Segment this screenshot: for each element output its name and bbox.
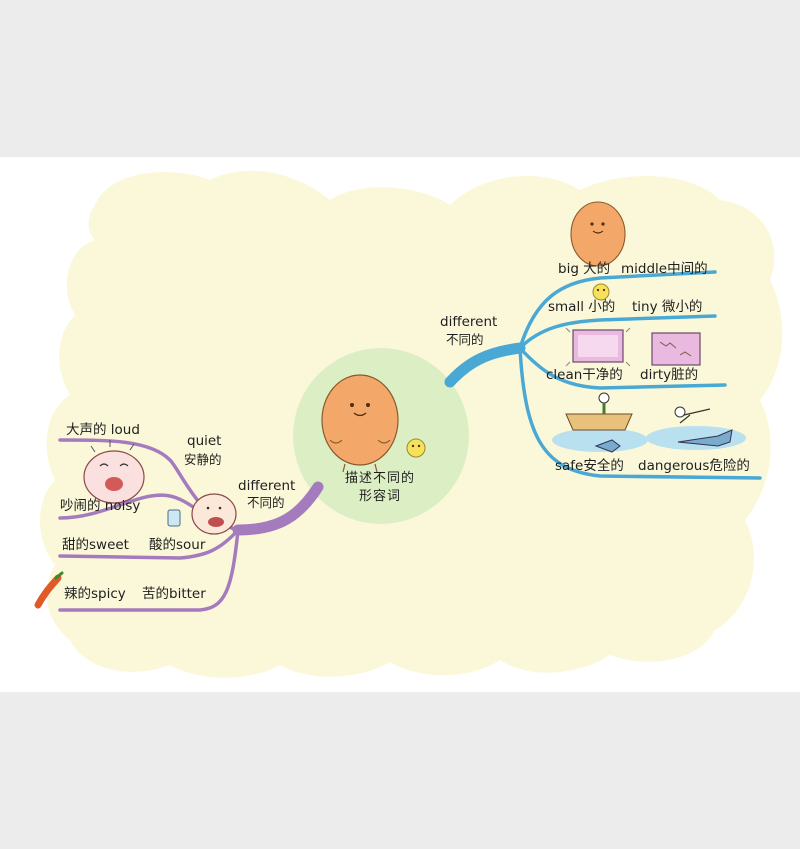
right-branch-title-cn: 不同的 bbox=[446, 332, 484, 347]
label-middle: middle中间的 bbox=[621, 261, 708, 277]
label-spicy: 辣的spicy bbox=[64, 586, 126, 602]
label-quiet-cn: 安静的 bbox=[184, 452, 222, 467]
label-big: big 大的 bbox=[558, 261, 611, 277]
label-tiny: tiny 微小的 bbox=[632, 299, 703, 315]
label-bitter: 苦的bitter bbox=[142, 586, 206, 602]
safe-boat-illustration bbox=[552, 392, 648, 453]
center-egg-character bbox=[321, 374, 426, 473]
right-branch-lines bbox=[444, 270, 762, 480]
label-loud: 大声的 loud bbox=[66, 422, 140, 438]
label-sour: 酸的sour bbox=[149, 537, 206, 553]
big-egg-illustration bbox=[570, 201, 626, 267]
label-sweet: 甜的sweet bbox=[62, 537, 129, 553]
dirty-picture-illustration bbox=[651, 332, 701, 366]
label-dangerous: dangerous危险的 bbox=[638, 458, 750, 474]
label-noisy: 吵闹的 noisy bbox=[60, 498, 141, 514]
tiny-egg-illustration bbox=[592, 283, 610, 301]
center-title-line2: 形容词 bbox=[358, 489, 401, 504]
left-branch-title-en: different bbox=[238, 478, 296, 494]
clean-picture-illustration bbox=[565, 327, 631, 367]
label-quiet-en: quiet bbox=[187, 433, 222, 449]
chili-pepper-illustration bbox=[34, 571, 64, 609]
right-branch-title-en: different bbox=[440, 314, 498, 330]
label-safe: safe安全的 bbox=[555, 458, 624, 474]
shouting-face-illustration bbox=[167, 493, 237, 535]
center-title: 描述不同的 形容词 bbox=[335, 470, 425, 506]
label-clean: clean干净的 bbox=[546, 367, 623, 383]
dangerous-shark-illustration bbox=[646, 406, 746, 450]
crying-face-illustration bbox=[83, 440, 145, 504]
left-branch-title-cn: 不同的 bbox=[247, 495, 285, 510]
label-dirty: dirty脏的 bbox=[640, 367, 699, 383]
label-small: small 小的 bbox=[548, 299, 616, 315]
center-title-line1: 描述不同的 bbox=[344, 471, 415, 486]
